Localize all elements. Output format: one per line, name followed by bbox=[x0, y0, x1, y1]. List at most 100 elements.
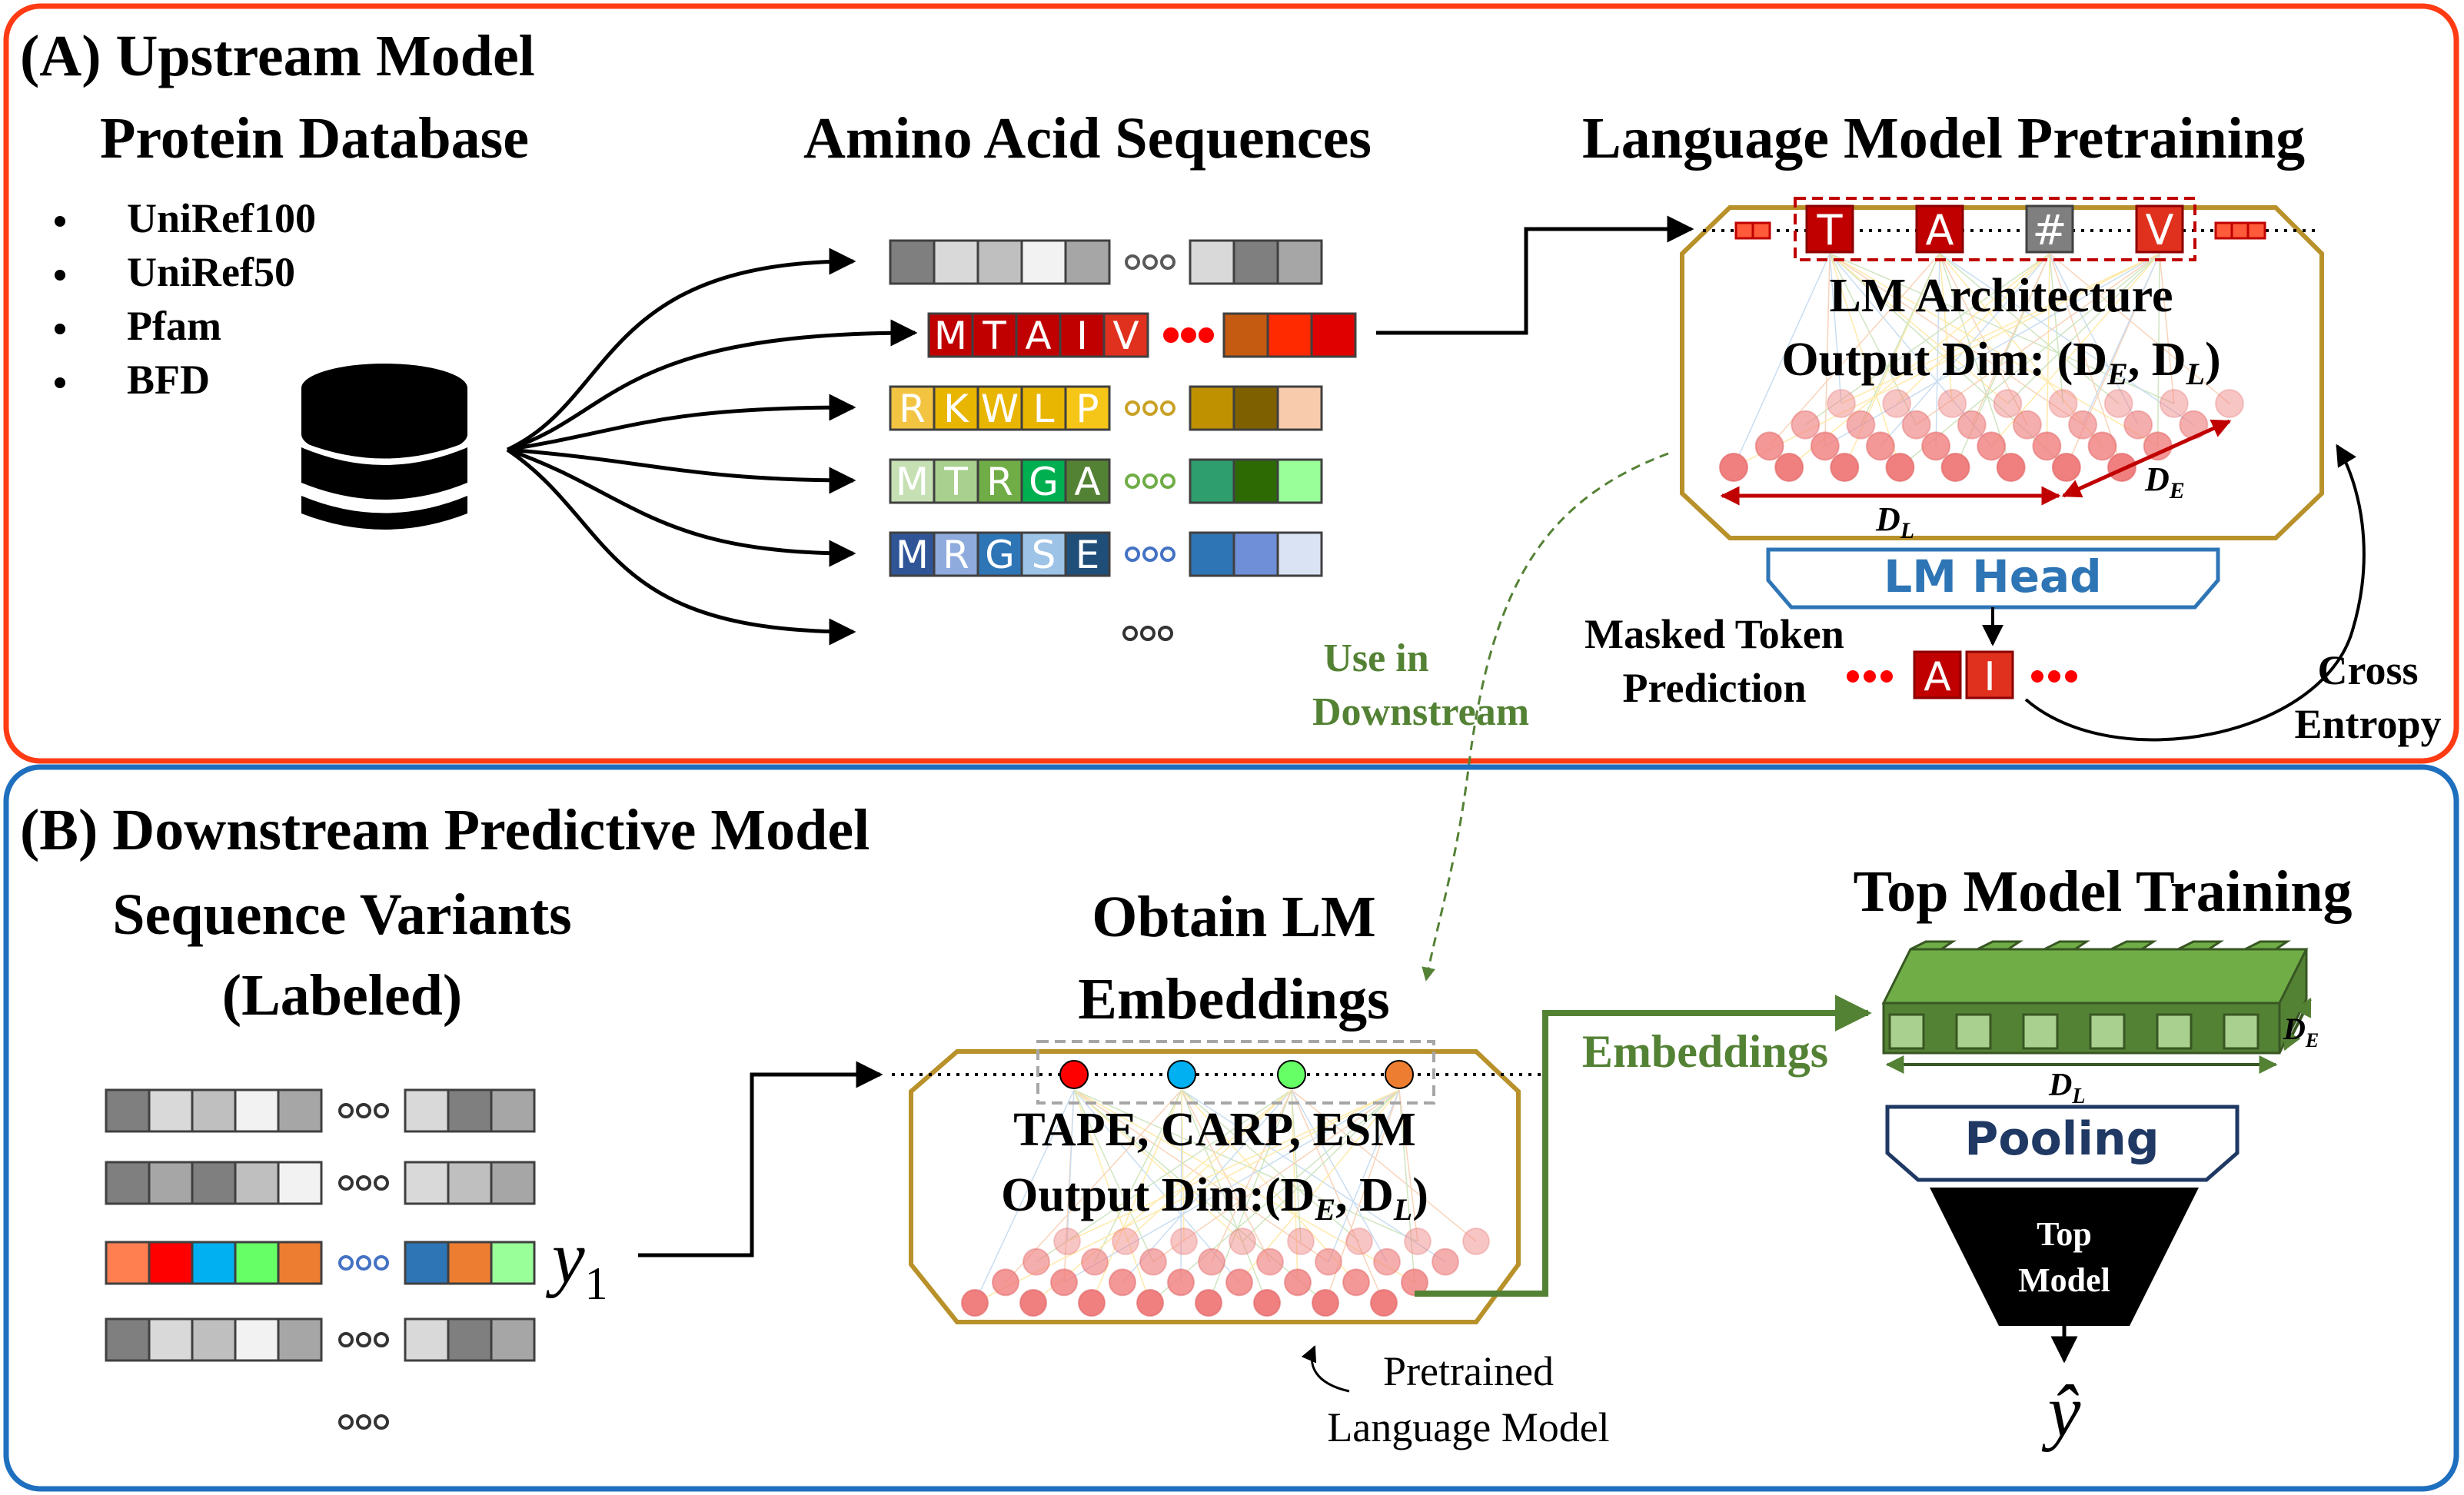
embedding-network bbox=[961, 1089, 1490, 1317]
network-neuron bbox=[1373, 1247, 1401, 1276]
network-connection bbox=[1066, 1089, 1075, 1242]
ellipsis-dot bbox=[374, 1255, 389, 1271]
network-neuron bbox=[1081, 1247, 1109, 1276]
lm-arch-output-dim: Output Dim: (DE, DL) bbox=[1781, 334, 2220, 391]
residue-cell bbox=[889, 385, 936, 431]
residue-cell bbox=[976, 531, 1023, 577]
variant-row bbox=[105, 1241, 536, 1285]
network-neuron bbox=[2032, 431, 2062, 461]
ellipsis-dot bbox=[1142, 254, 1158, 270]
residue-letter: G bbox=[1029, 460, 1059, 504]
network-neuron bbox=[2012, 410, 2042, 440]
mask-token-tile bbox=[2135, 204, 2184, 254]
residue-cell bbox=[889, 531, 936, 577]
network-connection bbox=[1073, 1089, 1154, 1262]
embedding-token-orange bbox=[1385, 1060, 1414, 1089]
variant-cell bbox=[234, 1088, 280, 1133]
network-connection bbox=[1242, 1089, 1400, 1242]
ellipsis-dot bbox=[338, 1175, 354, 1191]
predicted-token-letter: A bbox=[1924, 654, 1951, 700]
network-connection bbox=[1091, 1089, 1182, 1304]
embeddings-title: Obtain LM bbox=[1092, 885, 1376, 949]
residue-cell bbox=[1232, 385, 1279, 431]
variant-cell bbox=[148, 1241, 194, 1285]
network-neuron bbox=[2215, 389, 2244, 418]
ellipsis-dot bbox=[1125, 400, 1140, 416]
residue-cell bbox=[1189, 531, 1235, 577]
ellipsis-dot bbox=[338, 1255, 354, 1271]
network-connection bbox=[1829, 253, 2083, 426]
mask-token-tile bbox=[2025, 204, 2074, 254]
network-neuron bbox=[961, 1289, 989, 1317]
residue-cell bbox=[1064, 385, 1111, 431]
variant-cell bbox=[490, 1161, 536, 1205]
network-connection bbox=[974, 1089, 1075, 1304]
network-connection bbox=[1841, 253, 2160, 404]
top-model-box bbox=[1930, 1188, 2199, 1326]
pretrained-label-2: Language Model bbox=[1327, 1404, 1609, 1450]
variant-cell bbox=[447, 1088, 493, 1133]
network-connection bbox=[1398, 1089, 1418, 1242]
variant-row bbox=[105, 1317, 536, 1362]
network-neuron bbox=[1136, 1289, 1164, 1317]
residue-cell bbox=[976, 385, 1023, 431]
variant-cell bbox=[404, 1317, 450, 1362]
ellipsis-dot bbox=[1142, 400, 1158, 416]
variant-cell bbox=[447, 1161, 493, 1205]
label-y1: y1 bbox=[545, 1216, 608, 1309]
network-neuron bbox=[1253, 1289, 1281, 1317]
pretrained-label: Pretrained bbox=[1383, 1348, 1554, 1394]
panel-a-frame bbox=[3, 3, 2459, 764]
variant-cell bbox=[148, 1317, 194, 1362]
panel-b-title: (B) Downstream Predictive Model bbox=[20, 798, 870, 862]
network-neuron bbox=[1432, 1247, 1459, 1276]
more-sequences-dot bbox=[1122, 626, 1138, 641]
residue-cell bbox=[1276, 239, 1323, 285]
variant-cell bbox=[191, 1088, 237, 1133]
network-neuron bbox=[1996, 453, 2026, 482]
network-connection bbox=[1073, 1089, 1329, 1263]
network-connection bbox=[1063, 1089, 1400, 1283]
residue-cell bbox=[1189, 458, 1235, 504]
network-connection bbox=[1073, 1089, 1415, 1283]
variant-cell bbox=[277, 1088, 323, 1133]
residue-cell bbox=[971, 312, 1018, 358]
residue-letter: T bbox=[982, 314, 1006, 358]
network-connection bbox=[1181, 1089, 1271, 1263]
mask-token-group bbox=[1794, 197, 2196, 261]
top-model-training-title: Top Model Training bbox=[1853, 859, 2352, 924]
network-connection bbox=[1181, 1089, 1185, 1242]
network-neuron bbox=[1977, 431, 2007, 461]
db-item: UniRef100 bbox=[127, 195, 316, 241]
use-downstream-label-2: Downstream bbox=[1312, 690, 1529, 734]
network-connection bbox=[1152, 1089, 1400, 1263]
network-connection bbox=[1939, 253, 2194, 426]
residue-cell bbox=[1020, 531, 1067, 577]
variant-cell bbox=[148, 1161, 194, 1205]
db-item: Pfam bbox=[127, 303, 221, 349]
variant-cell bbox=[447, 1241, 493, 1285]
network-neuron bbox=[1865, 431, 1895, 461]
lm-arch-title: LM Architecture bbox=[1829, 270, 2173, 322]
residue-cell bbox=[933, 239, 979, 285]
network-connection bbox=[1073, 1089, 1243, 1242]
residue-cell bbox=[1266, 312, 1313, 358]
network-neuron bbox=[1830, 453, 1860, 482]
variant-cell bbox=[105, 1241, 151, 1285]
residue-letter: L bbox=[1033, 387, 1055, 431]
sequence-row bbox=[889, 239, 1323, 285]
more-sequences-dot bbox=[1140, 626, 1156, 641]
residue-cell bbox=[1310, 312, 1357, 358]
embedding-token-red bbox=[1059, 1060, 1089, 1089]
network-connection bbox=[2156, 253, 2160, 447]
network-neuron bbox=[1827, 389, 1856, 418]
mask-token-tile bbox=[1805, 204, 1854, 254]
network-connection bbox=[1181, 1089, 1360, 1242]
network-connection bbox=[1829, 253, 2159, 447]
lm-head-box bbox=[1766, 547, 2220, 610]
network-neuron bbox=[1957, 410, 1987, 440]
predicted-token-tile bbox=[1965, 650, 2014, 699]
network-neuron bbox=[1023, 1247, 1050, 1276]
